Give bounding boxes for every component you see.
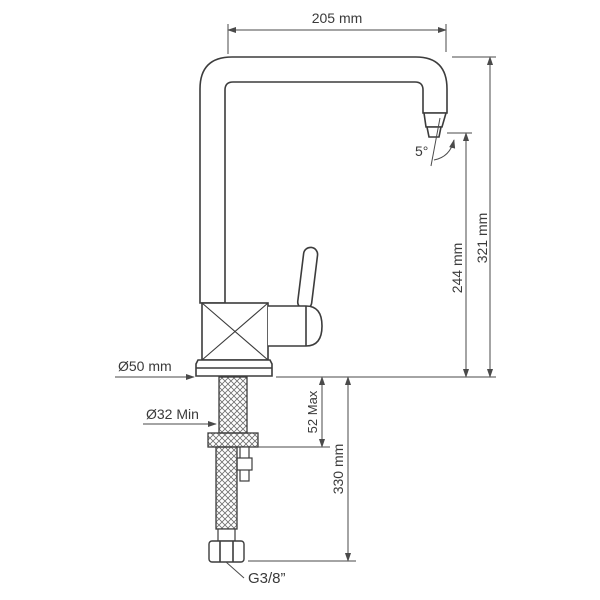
spout-tip: [423, 112, 448, 128]
label-overall-height: 321 mm: [474, 213, 490, 264]
handle-hub: [268, 305, 323, 347]
dim-connection-thread: [225, 561, 245, 579]
dim-spout-reach: [227, 24, 447, 54]
spout-axis-line: [430, 117, 441, 167]
dim-deck-thickness: [258, 376, 330, 448]
mixer-body-crosslines: [201, 302, 269, 361]
spout-pipe: [199, 56, 448, 304]
label-spout-reach: 205 mm: [312, 10, 363, 26]
label-base-diameter: Ø50 mm: [118, 358, 172, 374]
handle-lever: [296, 246, 319, 310]
flex-hose: [215, 446, 238, 530]
faucet-outline: [195, 56, 448, 563]
label-max-deck-thickness: 52 Max: [305, 390, 320, 433]
angle-arc-arrow: [433, 139, 456, 161]
mounting-nut: [207, 432, 259, 448]
hose-ferrule: [217, 528, 236, 542]
label-spout-angle: 5°: [415, 143, 428, 159]
hose-nut: [208, 540, 245, 563]
label-outlet-height: 244 mm: [449, 243, 465, 294]
dim-spout-angle: [430, 117, 456, 167]
supply-stud-nut: [236, 457, 253, 471]
dim-hose-length: [248, 376, 356, 562]
dim-outlet-height: [447, 132, 472, 378]
label-hose-length: 330 mm: [330, 444, 346, 495]
label-min-hole-diameter: Ø32 Min: [146, 406, 199, 422]
shank-threaded: [218, 376, 248, 434]
spout-aerator: [426, 126, 442, 138]
dim-overall-height: [452, 56, 496, 378]
dimension-labels: 205 mm 321 mm 244 mm 5° Ø50 mm Ø32 Min 5…: [118, 10, 490, 587]
label-connection-thread: G3/8”: [248, 570, 286, 587]
leader-line: [225, 561, 245, 579]
dimension-lines: [115, 24, 496, 579]
